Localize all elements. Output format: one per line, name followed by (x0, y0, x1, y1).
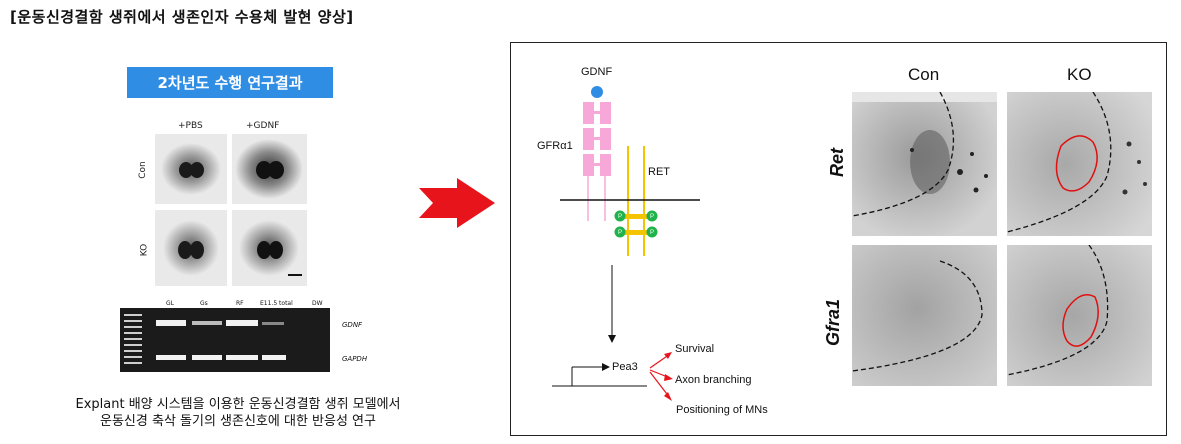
ligand-label: GDNF (581, 66, 613, 78)
gel-lane-gl: GL (166, 300, 174, 307)
outcome-survival: Survival (675, 343, 715, 355)
phospho-label-2: P (650, 214, 654, 220)
right-panel (510, 42, 1167, 436)
outcome-arrows-icon (649, 352, 673, 401)
micrograph-gfra1-con (852, 245, 997, 386)
gdnf-ligand-icon (591, 86, 603, 98)
explant-image-ko-pbs (155, 210, 227, 286)
gel-gene-gapdh: GAPDH (342, 355, 368, 363)
explant-row-label-ko: KO (139, 243, 150, 257)
gel-lane-gs: Gs (200, 300, 208, 307)
gel-lane-e115-total: E11.5 total (260, 300, 293, 307)
micrograph-row-gfra1: Gfra1 (823, 298, 844, 347)
micrograph-row-ret: Ret (827, 147, 848, 178)
phospho-label-1: P (618, 214, 622, 220)
micrograph-ret-ko (1007, 92, 1152, 236)
gene-pea3-label: Pea3 (612, 361, 638, 373)
promoter-icon (552, 363, 647, 387)
figure-caption: Explant 배양 시스템을 이용한 운동신경결함 생쥐 모델에서 운동신경 … (18, 396, 458, 430)
ret-receptor (627, 146, 645, 256)
outcome-positioning-mns: Positioning of MNs (676, 404, 768, 416)
result-badge: 2차년도 수행 연구결과 (127, 67, 333, 98)
receptor-label: RET (648, 166, 670, 178)
phospho-label-4: P (650, 230, 654, 236)
phospho-sites (614, 210, 658, 238)
caption-line-2: 운동신경 축삭 돌기의 생존신호에 대한 반응성 연구 (100, 414, 376, 429)
micrograph-col-con: Con (908, 65, 940, 84)
explant-row-label-con: Con (137, 161, 148, 179)
gel-lane-rf: RF (236, 300, 244, 307)
gel-lane-dw: DW (312, 300, 323, 307)
micrograph-gfra1-ko (1007, 245, 1152, 386)
caption-line-1: Explant 배양 시스템을 이용한 운동신경결함 생쥐 모델에서 (75, 397, 401, 412)
explant-image-ko-gdnf (232, 210, 307, 286)
down-arrow-icon (608, 265, 616, 343)
receptor-diagram: P P P P (560, 86, 700, 256)
page-title: [운동신경결함 생쥐에서 생존인자 수용체 발현 양상] (10, 8, 354, 26)
micrograph-ret-con (852, 92, 997, 236)
micrograph-col-ko: KO (1067, 65, 1092, 84)
phospho-label-3: P (618, 230, 622, 236)
right-arrow-icon (419, 178, 495, 228)
gfr-alpha1-blocks (583, 102, 611, 176)
outcome-axon-branching: Axon branching (675, 374, 752, 386)
explant-col-label-pbs: +PBS (178, 121, 203, 131)
explant-col-label-gdnf: +GDNF (246, 121, 280, 131)
gel-image (120, 308, 330, 372)
gel-gene-gdnf: GDNF (342, 321, 363, 329)
explant-image-con-gdnf (232, 134, 307, 204)
coreceptor-label: GFRα1 (537, 140, 573, 152)
explant-image-con-pbs (155, 134, 227, 204)
